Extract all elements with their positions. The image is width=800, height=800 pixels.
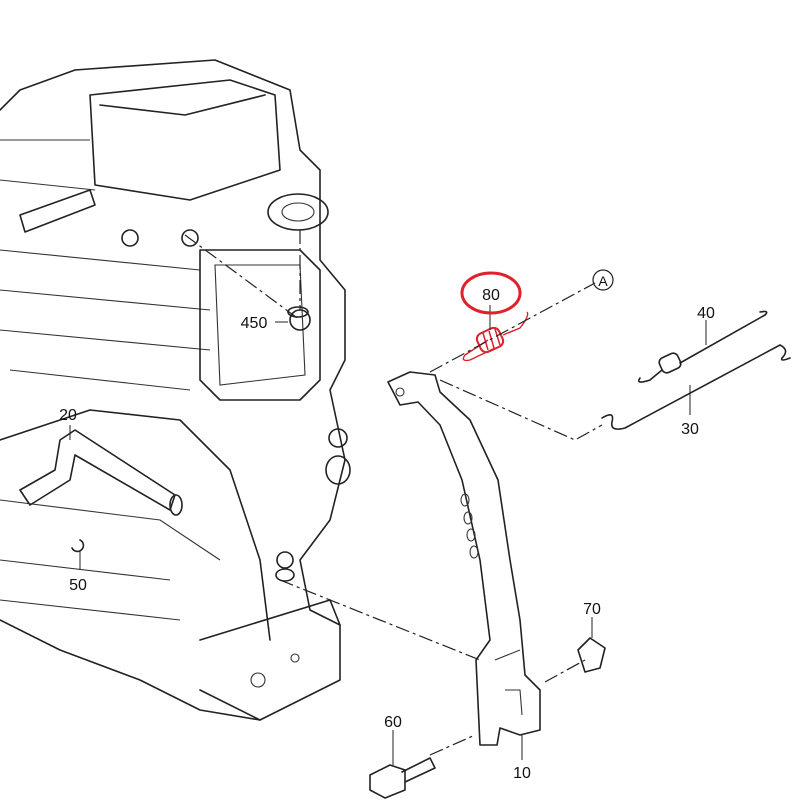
part-80-highlight-circle <box>460 271 522 315</box>
part-70-nut <box>577 637 606 673</box>
part-50-clip <box>71 539 85 553</box>
leader-lines <box>184 234 603 756</box>
callout-40[interactable]: 40 <box>697 305 715 322</box>
part-20-shaft <box>19 429 183 516</box>
part-40-spring <box>637 310 768 383</box>
callout-30[interactable]: 30 <box>681 421 699 438</box>
reference-a-circle <box>592 269 614 291</box>
callout-50[interactable]: 50 <box>69 577 87 594</box>
callout-450[interactable]: 450 <box>241 315 268 332</box>
part-10-lever <box>387 371 541 746</box>
engine-block <box>0 59 351 721</box>
part-60-bolt <box>369 757 436 799</box>
part-30-rod <box>601 344 791 430</box>
callout-60[interactable]: 60 <box>384 714 402 731</box>
callout-80[interactable]: 80 <box>482 287 500 304</box>
callout-20[interactable]: 20 <box>59 407 77 424</box>
callout-10[interactable]: 10 <box>513 765 531 782</box>
callout-a[interactable]: A <box>598 273 608 289</box>
callout-70[interactable]: 70 <box>583 601 601 618</box>
